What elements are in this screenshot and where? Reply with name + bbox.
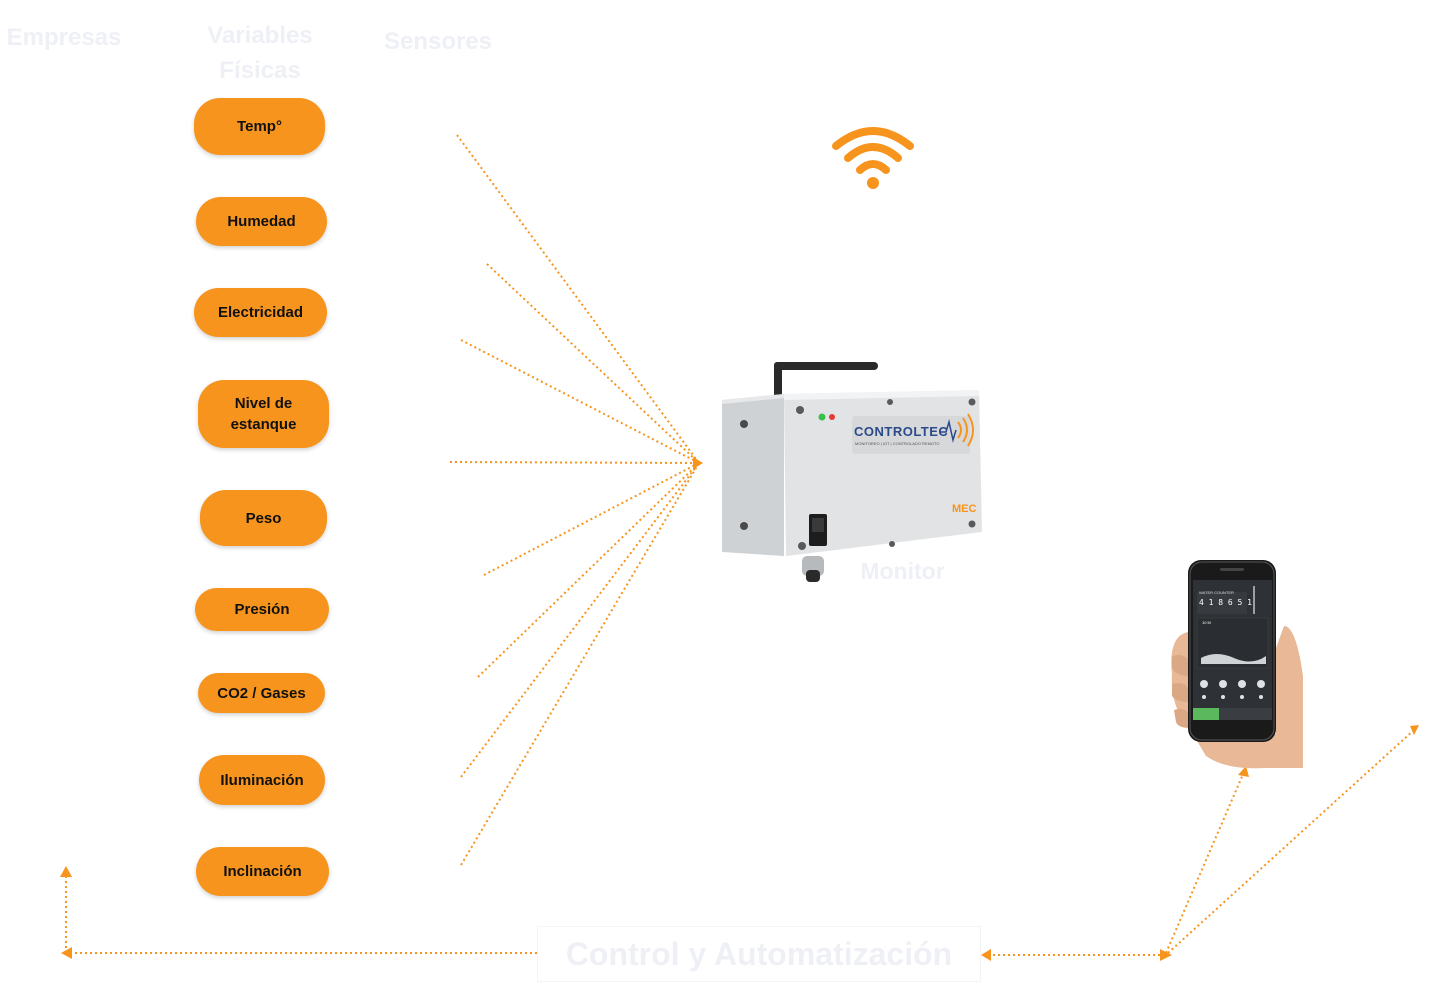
header-sensores: Sensores	[383, 28, 493, 55]
led-green	[818, 413, 826, 421]
arrowhead-hub	[1160, 949, 1172, 961]
smartphone-hand	[1171, 560, 1303, 769]
variable-pill-peso: Peso	[200, 490, 327, 546]
device-brand: CONTROLTEC	[854, 424, 949, 439]
phone-diagonal-line	[1165, 771, 1245, 954]
header-variables-fisicas: Variables Físicas	[207, 22, 313, 84]
phone-counter: 4 1 8 6 5 1	[1199, 598, 1252, 607]
sensor-line-7	[460, 462, 700, 778]
monitor-label: Monitor	[860, 558, 945, 584]
control-automatizacion-label: Control y Automatización	[565, 935, 953, 972]
controltec-device	[722, 362, 982, 582]
arrowhead-left	[61, 947, 72, 959]
phone-level: 10 M	[1202, 620, 1211, 625]
device-model: MEC	[952, 503, 977, 515]
arrowhead-control	[981, 949, 991, 961]
device-tagline: MONITOREO | IOT | CONTROLADO REMOTO	[855, 441, 940, 446]
led-red	[829, 414, 835, 420]
sensor-line-6	[477, 462, 700, 678]
sensor-line-3	[460, 339, 700, 464]
header-empresas: Empresas	[6, 24, 122, 51]
arrowhead-phone	[1238, 766, 1249, 777]
variable-pill-presion: Presión	[195, 588, 329, 631]
device-antenna	[774, 362, 782, 402]
variable-pill-electricidad: Electricidad	[194, 288, 327, 337]
control-automatizacion-box: Control y Automatización	[537, 926, 981, 982]
variable-pill-iluminacion: Iluminación	[199, 755, 325, 805]
sensor-line-1	[456, 134, 700, 464]
sensor-line-4	[449, 461, 700, 464]
sensor-line-5	[483, 462, 700, 576]
wifi-icon	[832, 127, 914, 189]
variable-pill-inclinacion: Inclinación	[196, 847, 329, 896]
right-diagonal-line	[1167, 729, 1415, 954]
variable-pill-temp: Temp°	[194, 98, 325, 155]
arrowhead-right	[1410, 725, 1419, 735]
variable-pill-humedad: Humedad	[196, 197, 327, 246]
variable-pill-co2-gases: CO2 / Gases	[198, 673, 325, 713]
phone-screen-title: WATER COUNTER	[1199, 590, 1234, 595]
variable-pill-nivel-estanque: Nivel de estanque	[198, 380, 329, 448]
sensor-line-8	[460, 462, 700, 866]
arrowhead-up	[60, 866, 72, 877]
arrowhead-device	[693, 457, 703, 469]
sensor-line-2	[486, 263, 700, 464]
